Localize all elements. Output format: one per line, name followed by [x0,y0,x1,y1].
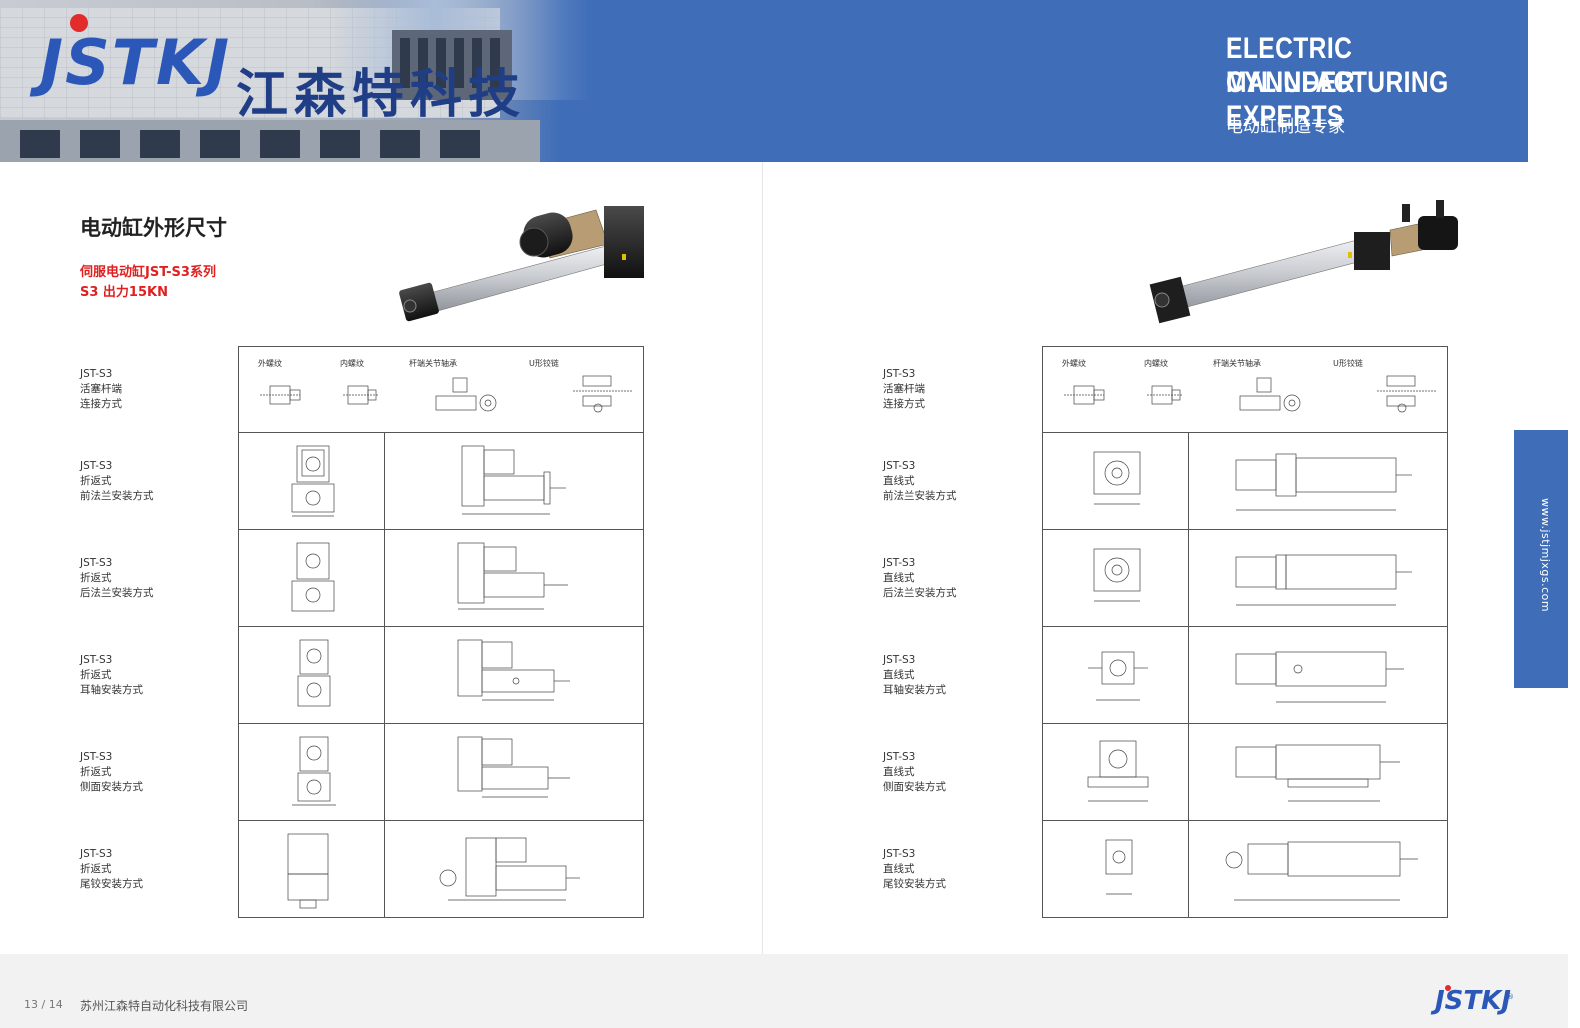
right-row-divider [1042,529,1448,530]
banner-subtitle: 电动缸制造专家 [1226,117,1345,137]
banner-photo-building [0,0,590,162]
connection-label: 外螺纹 [258,359,282,368]
inline-rear-clevis-side-view [1225,841,1418,901]
right-row-divider [1042,723,1448,724]
banner-title-line2: MANUFACTURING EXPERTS [1226,66,1449,133]
inline-front-flange-side-view [1235,453,1412,511]
left-row-divider [238,723,644,724]
website-url: www.jstjmjxgs.com [1539,498,1552,613]
registered-mark: ® [1507,993,1514,1001]
inline-side-mount-end-view [1087,740,1149,802]
left-row-divider [238,626,644,627]
connection-label: 杆端关节轴承 [1213,359,1261,368]
left-col-divider [384,432,385,918]
connection-label: U形铰链 [529,359,559,368]
front-flange-side-view [461,445,566,515]
right-gutter [1568,0,1580,1028]
rear-clevis-side-view [439,837,580,901]
rear-flange-end-view [291,542,335,612]
left-dimension-table [238,346,644,918]
trunnion-side-view [457,639,570,701]
rear-flange-side-view [457,542,568,610]
footer-logo: JSTKJ [1435,986,1511,1016]
trunnion-end-view [297,639,331,707]
rear-clevis-end-view [287,833,329,909]
connection-label: 内螺纹 [1144,359,1168,368]
inline-rear-clevis-end-view [1105,839,1133,895]
side-mount-side-view [457,736,570,798]
header-banner: JSTKJ 江森特科技 ELECTRIC CYLINDER MANUFACTUR… [0,0,1528,162]
connection-label: 外螺纹 [1062,359,1086,368]
right-col-divider [1188,432,1189,918]
banner-title-line1: ELECTRIC CYLINDER [1226,32,1356,99]
inline-trunnion-end-view [1088,651,1148,701]
inline-trunnion-side-view [1235,651,1404,703]
rod-end-connection-drawings [1064,375,1437,413]
rod-end-connection-drawings [260,375,633,413]
banner-logo-cn: 江森特科技 [236,65,527,125]
side-tab [1514,430,1568,688]
series-name: 伺服电动缸JST-S3系列 [80,265,216,280]
page-number: 13 / 14 [24,998,63,1011]
right-row-divider [1042,432,1448,433]
right-row-divider [1042,626,1448,627]
section-title: 电动缸外形尺寸 [80,216,227,240]
footer-bar [0,954,1568,1028]
logo-dot [70,14,88,32]
left-row-divider [238,529,644,530]
inline-front-flange-end-view [1093,451,1141,505]
left-row-divider [238,432,644,433]
inline-side-mount-side-view [1235,744,1400,802]
front-flange-end-view [291,445,335,517]
connection-label: 杆端关节轴承 [409,359,457,368]
company-name: 苏州江森特自动化科技有限公司 [80,999,249,1013]
side-mount-end-view [292,736,336,806]
series-force: S3 出力15KN [80,285,168,300]
inline-rear-flange-side-view [1235,554,1412,606]
connection-label: 内螺纹 [340,359,364,368]
folded-cylinder-image [399,206,644,322]
right-row-divider [1042,820,1448,821]
inline-cylinder-image [1149,200,1458,324]
left-row-divider [238,820,644,821]
footer-logo-dot [1445,985,1451,991]
banner-logo-en: JSTKJ [40,26,232,99]
connection-label: U形铰链 [1333,359,1363,368]
page-divider [762,162,763,954]
inline-rear-flange-end-view [1093,548,1141,602]
right-dimension-table [1042,346,1448,918]
background-building [392,30,512,100]
building-lower-wall [0,120,540,162]
